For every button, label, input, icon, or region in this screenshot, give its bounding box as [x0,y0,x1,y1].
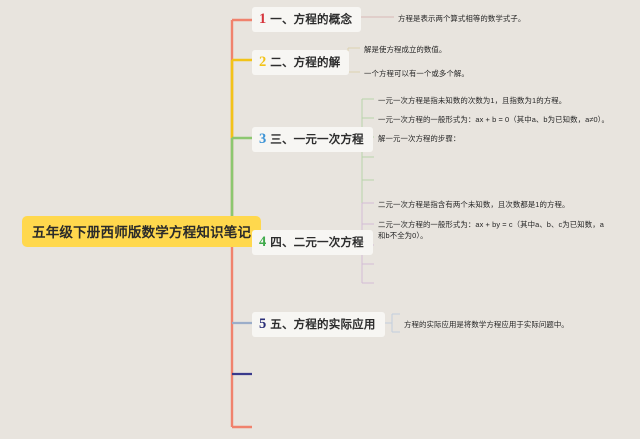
branch-label-3: 三、一元一次方程 [270,134,364,146]
branch-node-1[interactable]: 1 一、方程的概念 [252,7,362,32]
branch-node-2[interactable]: 2 二、方程的解 [252,50,350,75]
leaf-3-3: 解一元一次方程的步骤： [378,134,461,143]
branch-label-2: 二、方程的解 [270,57,341,69]
branch-label-1: 一、方程的概念 [270,14,353,26]
branch-label-5: 五、方程的实际应用 [270,319,376,331]
leaf-1-1: 方程是表示两个算式相等的数学式子。 [398,14,526,23]
root-node-title: 五年级下册西师版数学方程知识笔记 [32,225,252,240]
branch-number-4: 4 [259,233,267,250]
branch-label-4: 四、二元一次方程 [270,237,364,249]
root-node[interactable]: 五年级下册西师版数学方程知识笔记 [22,216,262,247]
branch-number-2: 2 [259,53,267,70]
leaf-5-1: 方程的实际应用是将数学方程应用于实际问题中。 [404,320,569,329]
leaf-4-1: 二元一次方程是指含有两个未知数，且次数都是1的方程。 [378,200,570,209]
leaf-3-1: 一元一次方程是指未知数的次数为1，且指数为1的方程。 [378,96,567,105]
branch-number-5: 5 [259,315,267,332]
branch-number-3: 3 [259,130,267,147]
branch-node-3[interactable]: 3 三、一元一次方程 [252,127,373,152]
leaf-4-2: 二元一次方程的一般形式为：ax + by = c（其中a、b、c为已知数，a和b… [378,220,604,241]
branch-node-4[interactable]: 4 四、二元一次方程 [252,230,373,255]
branch-number-1: 1 [259,10,267,27]
leaf-3-2: 一元一次方程的一般形式为：ax + b = 0（其中a、b为已知数，a≠0）。 [378,115,609,124]
branch-node-5[interactable]: 5 五、方程的实际应用 [252,312,385,337]
leaf-2-2: 一个方程可以有一个或多个解。 [364,69,469,78]
leaf-2-1: 解是使方程成立的数值。 [364,45,447,54]
